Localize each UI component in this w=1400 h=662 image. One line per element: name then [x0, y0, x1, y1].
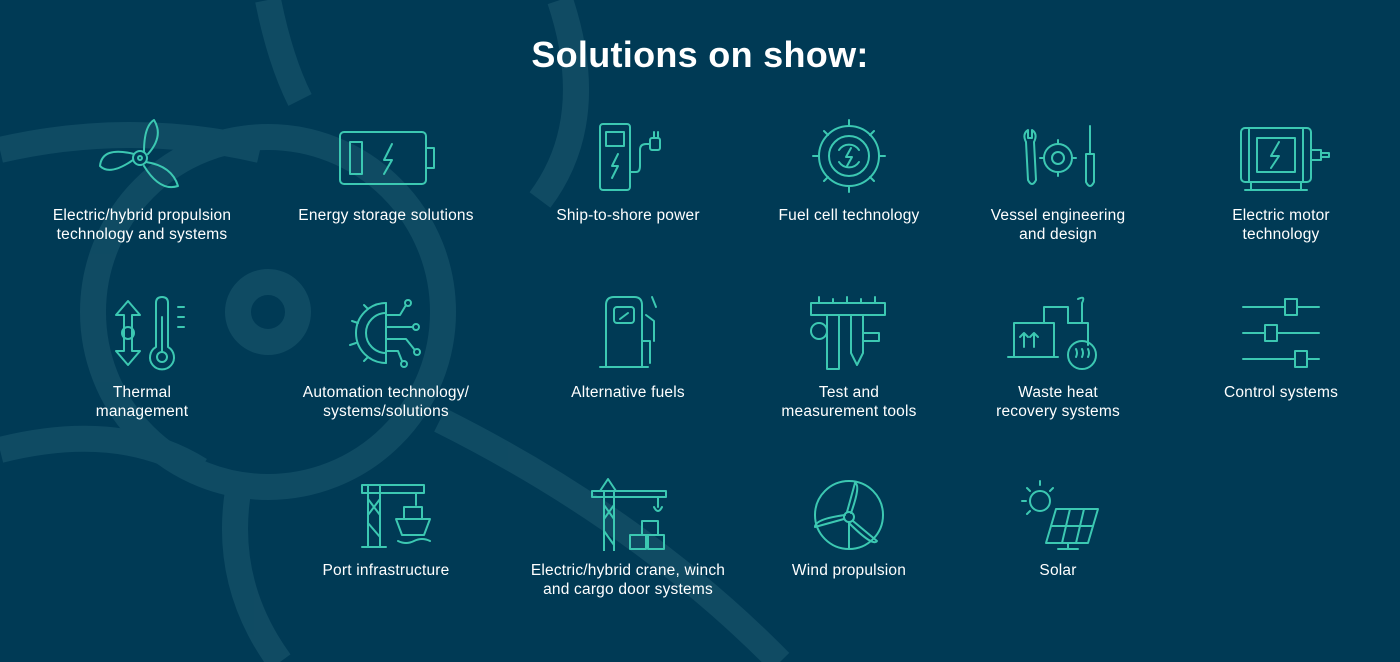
port-crane-ship-icon — [326, 471, 446, 551]
solution-port-infrastructure: Port infrastructure — [271, 471, 501, 580]
solar-panel-icon — [998, 471, 1118, 551]
battery-icon — [326, 116, 446, 196]
solution-label: Ship-to-shore power — [556, 207, 700, 224]
solution-ship-to-shore: Ship-to-shore power — [513, 116, 743, 225]
propeller-icon — [82, 116, 202, 196]
sliders-icon — [1221, 293, 1341, 373]
caliper-icon — [789, 293, 909, 373]
thermometer-icon — [82, 293, 202, 373]
solution-label: Control systems — [1223, 384, 1339, 401]
electric-motor-icon — [1221, 116, 1341, 196]
solution-label: Energy storage solutions — [298, 207, 474, 224]
solution-wind-propulsion: Wind propulsion — [734, 471, 964, 580]
gear-cycle-icon — [789, 116, 909, 196]
page-title: Solutions on show: — [531, 34, 869, 75]
solution-label: Alternative fuels — [571, 384, 685, 401]
tools-gear-icon — [998, 116, 1118, 196]
solution-automation: Automation technology/systems/solutions — [271, 293, 501, 421]
solution-control-systems: Control systems — [1166, 293, 1396, 402]
solution-fuel-cell: Fuel cell technology — [734, 116, 964, 225]
heat-recovery-icon — [998, 293, 1118, 373]
wind-turbine-icon — [789, 471, 909, 551]
solution-energy-storage: Energy storage solutions — [271, 116, 501, 225]
circuit-gear-icon — [326, 293, 446, 373]
charging-station-icon — [568, 116, 688, 196]
solution-label: Port infrastructure — [322, 562, 450, 579]
fuel-pump-icon — [568, 293, 688, 373]
solution-label: Solar — [1039, 562, 1077, 579]
solution-label: Wind propulsion — [791, 562, 907, 579]
solution-label: Fuel cell technology — [778, 207, 920, 224]
tower-crane-icon — [568, 471, 688, 551]
solution-solar: Solar — [943, 471, 1173, 580]
solution-label: Automation technology/systems/solutions — [302, 384, 470, 420]
solution-alternative-fuels: Alternative fuels — [513, 293, 743, 402]
